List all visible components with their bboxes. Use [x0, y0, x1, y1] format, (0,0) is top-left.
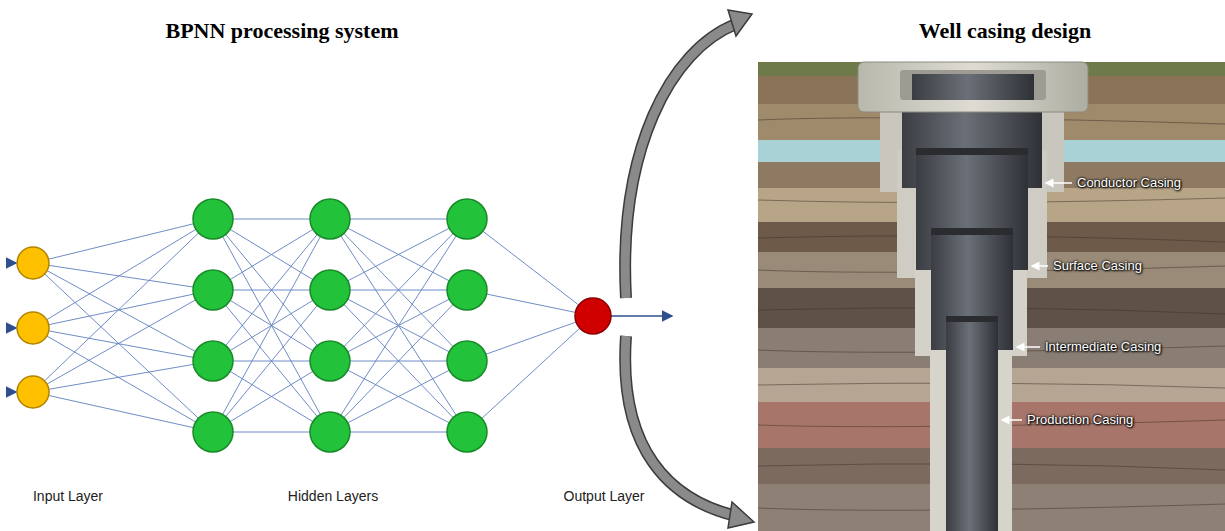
hidden-neuron — [447, 270, 487, 310]
hidden-neuron — [447, 412, 487, 452]
input-neuron — [17, 376, 49, 408]
network-link — [467, 219, 593, 316]
layer-label: Input Layer — [33, 488, 103, 504]
casing-label: Surface Casing — [1053, 258, 1142, 273]
hidden-neuron — [310, 270, 350, 310]
layer-label: Output Layer — [564, 488, 645, 504]
network-link — [213, 219, 330, 432]
network-link — [330, 361, 467, 432]
network-link — [33, 290, 213, 328]
network-link — [33, 328, 213, 432]
network-link — [33, 392, 213, 432]
neurons — [17, 199, 611, 452]
network-links — [33, 219, 593, 432]
hidden-neuron — [193, 270, 233, 310]
network-link — [467, 316, 593, 432]
curved-arrows — [625, 10, 754, 528]
well-illustration — [758, 62, 1225, 531]
input-neuron — [17, 312, 49, 344]
network-link — [330, 219, 467, 432]
hidden-neuron — [193, 412, 233, 452]
input-neuron — [17, 247, 49, 279]
input-arrows — [8, 263, 672, 392]
hidden-neuron — [447, 341, 487, 381]
network-link — [330, 219, 467, 432]
network-link — [330, 219, 467, 290]
casing-label: Intermediate Casing — [1045, 339, 1161, 354]
output-neuron — [575, 298, 611, 334]
network-link — [33, 290, 213, 392]
hidden-neuron — [310, 341, 350, 381]
network-link — [330, 361, 467, 432]
layer-label: Hidden Layers — [288, 488, 378, 504]
network-link — [33, 263, 213, 432]
hidden-neuron — [310, 199, 350, 239]
network-link — [33, 219, 213, 392]
network-link — [33, 328, 213, 361]
panel-heading: BPNN processing system — [165, 18, 398, 44]
network-link — [33, 219, 213, 328]
casing-label: Conductor Casing — [1077, 175, 1181, 190]
hidden-neuron — [193, 341, 233, 381]
network-link — [33, 219, 213, 263]
network-link — [213, 219, 330, 432]
network-link — [33, 263, 213, 290]
network-link — [330, 219, 467, 290]
network-link — [33, 361, 213, 392]
casing-label: Production Casing — [1027, 412, 1133, 427]
hidden-neuron — [310, 412, 350, 452]
hidden-neuron — [447, 199, 487, 239]
hidden-neuron — [193, 199, 233, 239]
panel-heading: Well casing design — [919, 18, 1091, 44]
